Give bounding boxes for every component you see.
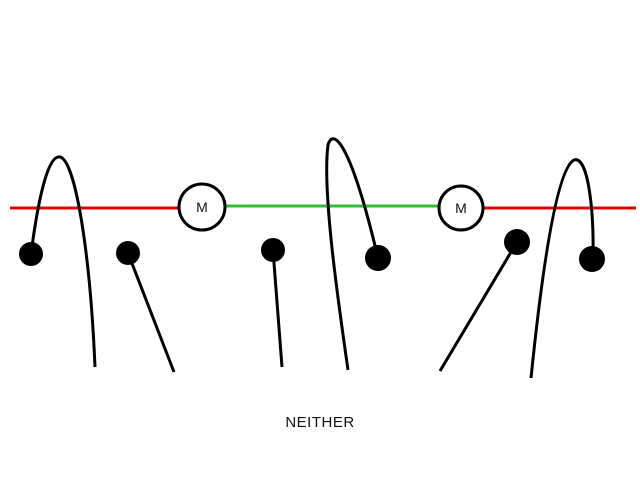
node-m-right: M [437, 184, 485, 232]
bead-5 [504, 229, 530, 255]
bead-3 [261, 238, 285, 262]
node-m-right-label: M [455, 200, 467, 216]
node-m-left: M [177, 182, 227, 232]
bead-2 [116, 241, 140, 265]
strand-2 [116, 241, 176, 373]
bead-4 [365, 245, 391, 271]
strand-3 [261, 238, 285, 368]
bead-1 [19, 242, 43, 266]
node-m-left-label: M [196, 199, 208, 215]
strand-5 [438, 229, 530, 372]
strand-4 [325, 137, 391, 371]
bead-6 [579, 246, 605, 272]
strand-1 [19, 155, 97, 368]
strand-6 [529, 158, 605, 379]
diagram-caption: NEITHER [285, 414, 355, 431]
